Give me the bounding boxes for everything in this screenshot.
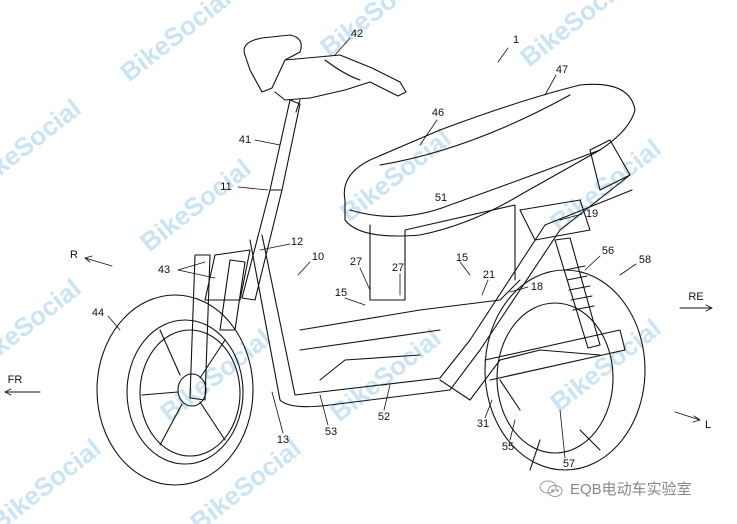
- ref-label: 21: [482, 269, 496, 281]
- ref-label: 56: [601, 245, 615, 257]
- wechat-icon: [539, 480, 563, 497]
- ref-label: 52: [377, 411, 391, 423]
- ref-label: 19: [585, 208, 599, 220]
- ref-label: 15: [455, 252, 469, 264]
- ref-label: 11: [220, 181, 232, 193]
- direction-label: R: [70, 249, 78, 261]
- seat: [343, 83, 636, 237]
- ref-label: 58: [638, 254, 652, 266]
- ref-label: 27: [349, 256, 363, 268]
- ref-label: 55: [501, 441, 515, 453]
- direction-arrows: [4, 255, 713, 423]
- frame: [249, 139, 633, 408]
- ref-label: 18: [530, 281, 544, 293]
- rear-shock: [554, 237, 601, 349]
- ref-label: 10: [311, 251, 325, 263]
- ref-label: 42: [350, 28, 364, 40]
- ref-label: 31: [476, 418, 490, 430]
- direction-label: FR: [7, 374, 23, 386]
- leader-lines: [107, 37, 637, 459]
- steering-column: [189, 99, 301, 401]
- direction-label: RE: [688, 291, 704, 303]
- battery-box: [369, 204, 516, 301]
- ref-label: 51: [434, 192, 448, 204]
- ref-label: 43: [157, 264, 171, 276]
- ref-label: 53: [324, 426, 338, 438]
- ref-label: 47: [555, 64, 569, 76]
- ref-label: 15: [334, 287, 348, 299]
- direction-label: L: [704, 419, 712, 431]
- ref-label: 46: [431, 107, 445, 119]
- ref-label: 12: [290, 236, 304, 248]
- rear-wheel: [484, 269, 646, 471]
- ref-label: 13: [276, 434, 290, 446]
- ref-label: 57: [562, 458, 576, 470]
- source-credit-text: EQB电动车实验室: [570, 481, 692, 498]
- ref-label: 1: [512, 34, 520, 46]
- ref-label: 27: [391, 262, 405, 274]
- source-credit: EQB电动车实验室: [538, 478, 692, 499]
- ref-label: 44: [91, 307, 105, 319]
- handlebar: [243, 34, 407, 113]
- front-wheel: [96, 294, 254, 486]
- ref-label: 41: [238, 134, 252, 146]
